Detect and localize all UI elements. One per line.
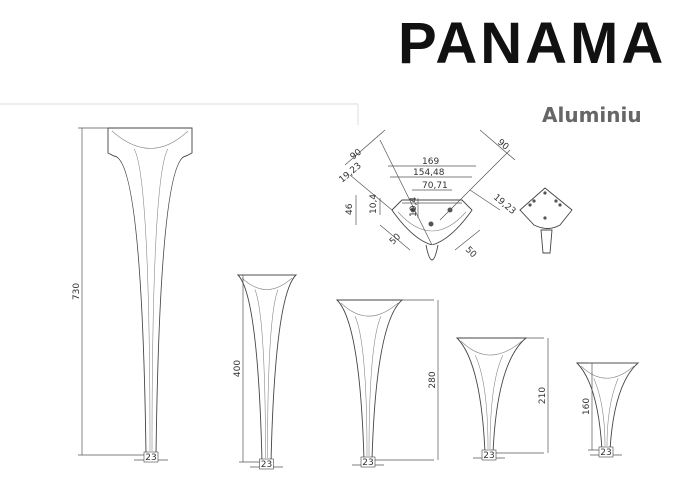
height-label: 210 xyxy=(538,387,548,404)
width-label-box xyxy=(598,446,614,458)
leg-views: 730 23 400 23 280 23 210 23 160 23 xyxy=(72,127,640,470)
width-label: 23 xyxy=(362,458,373,468)
dim-50-right: 50 xyxy=(463,245,478,260)
leg-contour xyxy=(580,365,635,379)
leg-contour xyxy=(133,148,169,452)
width-label-box xyxy=(143,451,159,463)
leg-contour xyxy=(254,289,279,459)
top-view-drawing: 90 90 19,23 19,23 169 154,48 70,71 10,4 … xyxy=(338,129,573,261)
height-label: 160 xyxy=(582,398,592,415)
leg-view: 730 23 xyxy=(72,127,193,463)
leg-outline xyxy=(236,274,298,463)
leg-outline xyxy=(335,299,404,461)
height-label: 730 xyxy=(72,283,82,300)
leg-contour xyxy=(241,277,293,290)
dim-90-right: 90 xyxy=(495,138,510,153)
dim-19-23-left: 19,23 xyxy=(338,161,364,185)
width-label-box xyxy=(259,458,274,470)
dim-10-4-right: 10,4 xyxy=(409,197,419,217)
height-label: 280 xyxy=(428,371,438,388)
dim-169: 169 xyxy=(422,157,439,167)
width-label: 23 xyxy=(145,453,156,463)
dim-70-71: 70,71 xyxy=(422,181,448,191)
width-label: 23 xyxy=(483,451,494,461)
width-label-box xyxy=(360,456,376,468)
leg-view: 400 23 xyxy=(233,274,298,470)
leg-contour xyxy=(593,378,619,447)
leg-contour xyxy=(111,130,189,149)
product-title: PANAMA xyxy=(398,11,667,76)
material-label: Aluminiu xyxy=(542,103,642,127)
dim-46: 46 xyxy=(345,203,355,215)
dim-10-4-left: 10,4 xyxy=(369,194,379,214)
dim-154-48: 154,48 xyxy=(413,168,445,178)
leg-contour xyxy=(474,355,504,450)
leg-contour xyxy=(354,316,382,457)
dim-19-23-right: 19,23 xyxy=(491,193,517,217)
width-label: 23 xyxy=(600,448,611,458)
leg-contour xyxy=(340,302,399,317)
leg-view: 210 23 xyxy=(455,337,549,461)
width-label: 23 xyxy=(261,460,272,470)
leg-view: 280 23 xyxy=(335,299,439,468)
leg-view: 160 23 xyxy=(575,362,640,458)
width-label-box xyxy=(481,449,497,461)
leg-contour xyxy=(460,340,523,356)
height-label: 400 xyxy=(233,360,243,377)
